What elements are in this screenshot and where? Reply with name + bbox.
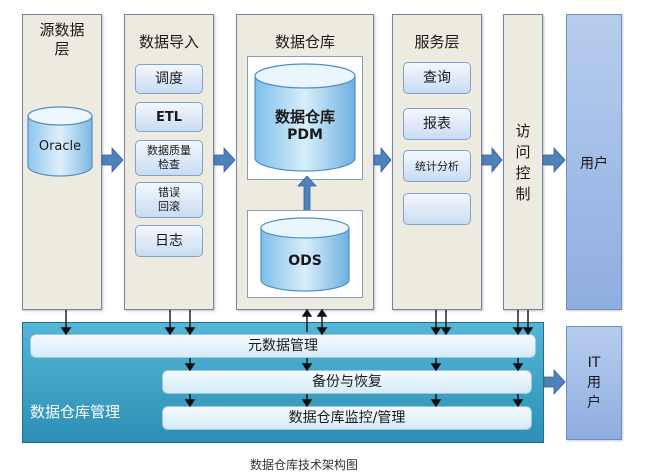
access-control-title: 访 问 控 制 — [515, 122, 531, 203]
user-box: 用户 — [566, 14, 622, 310]
import-item-log: 日志 — [135, 225, 203, 257]
monitoring-management-bar: 数据仓库监控/管理 — [162, 406, 532, 430]
service-item-empty — [403, 193, 471, 225]
import-item-schedule: 调度 — [135, 64, 203, 94]
import-item-error-rollback: 错误 回滚 — [135, 182, 203, 218]
ods-database-icon — [260, 217, 350, 292]
diagram-caption: 数据仓库技术架构图 — [249, 458, 358, 472]
management-title: 数据仓库管理 — [30, 403, 121, 421]
arrow-import-to-warehouse — [213, 146, 236, 174]
service-item-query: 查询 — [403, 62, 471, 94]
metadata-management-bar: 元数据管理 — [30, 334, 536, 358]
pdm-label-line2: PDM — [287, 127, 323, 143]
import-item-quality-check: 数据质量 检查 — [135, 140, 203, 176]
data-warehouse-title: 数据仓库 — [274, 33, 335, 51]
arrow-source-to-import — [101, 146, 124, 174]
arrow-management-to-it-user — [543, 368, 566, 396]
ods-label: ODS — [288, 253, 322, 269]
source-layer-title: 源数据 层 — [39, 21, 85, 58]
oracle-label: Oracle — [38, 139, 82, 154]
pdm-database-icon — [254, 63, 356, 172]
ods-to-pdm-arrow — [297, 176, 317, 212]
it-user-title: IT 用 户 — [587, 355, 601, 411]
user-title: 用户 — [580, 156, 608, 172]
arrow-access-to-user — [542, 146, 566, 174]
pdm-label-line1: 数据仓库 — [274, 108, 335, 126]
service-layer-title: 服务层 — [414, 33, 460, 51]
data-import-title: 数据导入 — [138, 33, 199, 51]
arrow-warehouse-to-service — [373, 146, 392, 174]
it-user-box: IT 用 户 — [566, 326, 622, 440]
service-item-statistics: 统计分析 — [403, 150, 471, 182]
backup-recovery-bar: 备份与恢复 — [162, 370, 532, 394]
import-item-etl: ETL — [135, 102, 203, 132]
access-control-column: 访 问 控 制 — [503, 14, 543, 310]
oracle-database-icon — [27, 106, 93, 177]
service-item-report: 报表 — [403, 108, 471, 140]
arrow-service-to-access — [481, 146, 503, 174]
